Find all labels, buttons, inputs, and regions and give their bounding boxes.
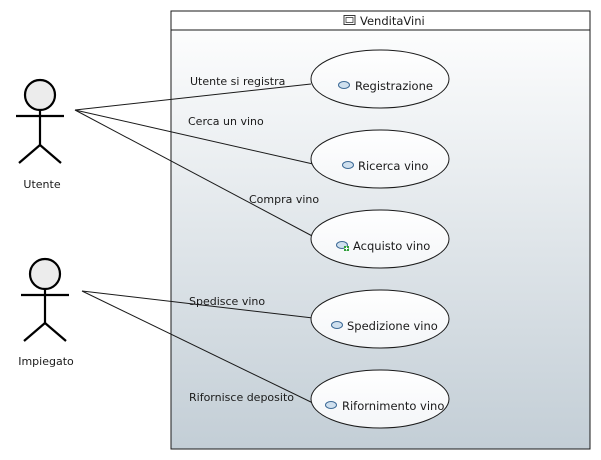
actor-icon bbox=[16, 78, 64, 164]
actor-impiegato[interactable]: Impiegato bbox=[18, 257, 74, 368]
association-line-spedizione[interactable] bbox=[81, 290, 314, 319]
use-case-label: Ricerca vino bbox=[358, 159, 428, 173]
use-case-icon bbox=[342, 161, 354, 169]
use-case-icon bbox=[325, 401, 337, 409]
association-label: Compra vino bbox=[249, 193, 319, 206]
association-lines bbox=[74, 83, 317, 405]
association-label: Cerca un vino bbox=[188, 115, 264, 128]
use-case-label: Acquisto vino bbox=[353, 239, 430, 253]
use-case-icon bbox=[331, 321, 343, 329]
use-case-icon bbox=[338, 81, 350, 89]
actor-label: Impiegato bbox=[18, 355, 74, 368]
use-case-label: Spedizione vino bbox=[347, 319, 438, 333]
system-title: VenditaVini bbox=[360, 14, 425, 28]
association-label: Rifornisce deposito bbox=[189, 391, 294, 404]
association-line-rifornimento[interactable] bbox=[81, 290, 316, 405]
package-icon bbox=[343, 15, 356, 25]
use-case-plus-icon bbox=[336, 241, 349, 251]
use-case-acquisto[interactable]: Acquisto vino bbox=[310, 209, 450, 269]
association-labels: Utente si registra Cerca un vino Compra … bbox=[188, 75, 319, 404]
use-case-spedizione[interactable]: Spedizione vino bbox=[310, 289, 450, 349]
association-label: Utente si registra bbox=[190, 75, 285, 88]
association-line-ricerca[interactable] bbox=[74, 109, 314, 165]
association-line-registrazione[interactable] bbox=[74, 83, 312, 111]
actor-label: Utente bbox=[23, 178, 60, 191]
actor-utente[interactable]: Utente bbox=[16, 78, 64, 191]
use-case-ricerca[interactable]: Ricerca vino bbox=[310, 129, 450, 189]
use-case-rifornimento[interactable]: Rifornimento vino bbox=[310, 369, 450, 429]
actor-icon bbox=[21, 257, 69, 342]
use-case-label: Registrazione bbox=[355, 79, 433, 93]
association-line-acquisto[interactable] bbox=[74, 109, 317, 239]
association-label: Spedisce vino bbox=[189, 295, 265, 308]
use-case-label: Rifornimento vino bbox=[342, 399, 444, 413]
use-case-registrazione[interactable]: Registrazione bbox=[310, 49, 450, 109]
